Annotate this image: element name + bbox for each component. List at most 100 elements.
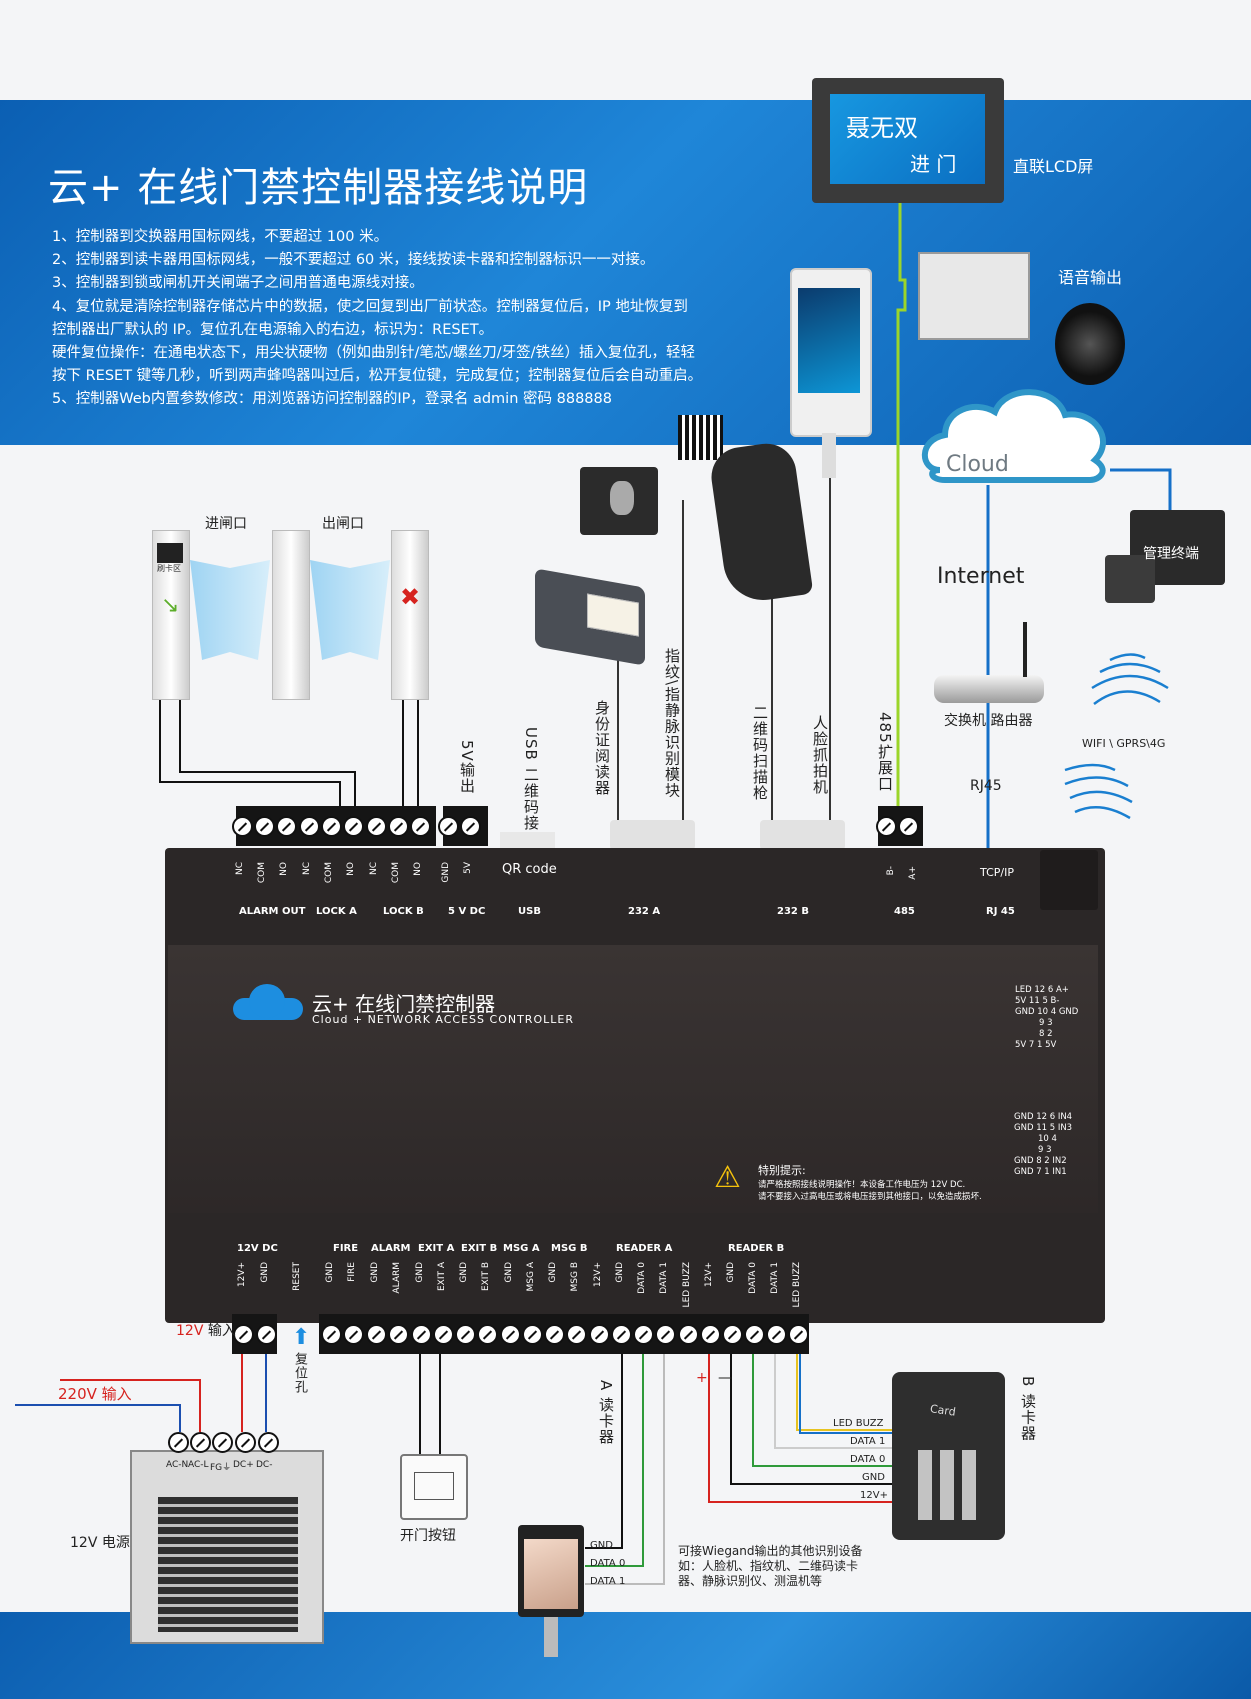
group-alarm: ALARM	[371, 1243, 411, 1254]
usb-port[interactable]	[500, 832, 555, 850]
bottom-pin-label: FIRE	[347, 1262, 357, 1282]
bottom-pin-label: ALARM	[392, 1262, 402, 1294]
db9-port-a[interactable]	[610, 820, 695, 850]
group-232a: 232 A	[628, 906, 661, 917]
group-usb: USB	[518, 906, 541, 917]
top-pin-label: NO	[346, 862, 356, 876]
qr-code-label: QR code	[502, 862, 557, 877]
screw-terminal	[722, 1324, 743, 1345]
db9-port-b[interactable]	[760, 820, 845, 850]
screw-terminal	[876, 816, 897, 837]
qr-code-icon	[678, 415, 723, 460]
top-pin-label: NC	[302, 862, 312, 876]
bottom-pin-label: 12V+	[237, 1262, 247, 1288]
group-reader-a: READER A	[616, 1243, 673, 1254]
note-line: 1、控制器到交换器用国标网线，不要超过 100 米。	[52, 229, 389, 245]
note-line: 按下 RESET 键等几秒，听到两声蜂鸣器叫过后，松开复位键，完成复位；控制器复…	[52, 368, 703, 385]
bottom-pin-label: 12V+	[704, 1262, 714, 1288]
reader-a-gnd-label: GND	[590, 1540, 613, 1551]
pinmap-line: LED 12 6 A+	[1015, 985, 1069, 995]
ac-l-wire	[60, 1379, 201, 1432]
wiegand-note: 可接Wiegand输出的其他识别设备 如：人脸机、指纹机、二维码读卡 器、静脉识…	[678, 1544, 863, 1589]
psu-pin-label: AC-L	[188, 1460, 209, 1470]
warning-line1: 请严格按照接线说明操作！本设备工作电压为 12V DC.	[758, 1180, 966, 1190]
rj45-port[interactable]	[1040, 850, 1098, 910]
reader-a-data0	[585, 1352, 644, 1567]
psu-terminal	[168, 1432, 189, 1453]
group-msg-b: MSG B	[551, 1243, 588, 1254]
pinmap-line: GND 10 4 GND	[1015, 1007, 1079, 1017]
lcd-screen: 聂无双 进 门	[812, 78, 1004, 203]
bottom-pin-label: MSG A	[526, 1262, 536, 1292]
bottom-pin-label: LED BUZZ	[792, 1262, 802, 1308]
top-pin-label: COM	[324, 862, 334, 884]
bottom-pin-label: GND	[548, 1262, 558, 1283]
label-usb-qr: USB 二维码接口	[522, 727, 540, 847]
reader-b-led-label: LED BUZZ	[833, 1418, 884, 1429]
tablet-icon	[1105, 555, 1155, 603]
wifi-icon	[1064, 653, 1169, 820]
top-pin-label: NO	[413, 862, 423, 876]
warning-title: 特别提示:	[758, 1164, 806, 1177]
wiegand-note-line: 如：人脸机、指纹机、二维码读卡	[678, 1559, 859, 1573]
screw-terminal	[438, 816, 459, 837]
group-exit-b: EXIT B	[461, 1243, 498, 1254]
screw-terminal	[433, 1324, 454, 1345]
lcd-line1: 聂无双	[846, 114, 918, 142]
up-arrow-icon: ⬆	[292, 1325, 311, 1350]
label-id-reader: 身份证阅读器	[593, 700, 611, 796]
minus-mark: —	[718, 1370, 732, 1386]
screw-terminal	[455, 1324, 476, 1345]
top-banner	[0, 100, 1251, 445]
fingerprint-module	[580, 467, 658, 535]
pinmap-top: LED 12 6 A+ 5V 11 5 B- GND 10 4 GND 9 3 …	[1015, 985, 1078, 1051]
group-rj45: RJ 45	[986, 906, 1015, 917]
controller-brand-en: Cloud + NETWORK ACCESS CONTROLLER	[312, 1013, 574, 1026]
switch-label: 交换机 路由器	[944, 713, 1033, 729]
cloud-icon	[921, 389, 1106, 483]
reader-a-label: A 读卡器	[597, 1380, 615, 1446]
label-fingerprint: 指纹\指静脉识别模块	[663, 648, 681, 799]
psu-terminal	[190, 1432, 211, 1453]
wiegand-note-line: 器、静脉识别仪、测温机等	[678, 1574, 823, 1588]
reader-b-12v-label: 12V+	[860, 1490, 888, 1501]
voice-module	[918, 252, 1030, 340]
group-exit-a: EXIT A	[418, 1243, 455, 1254]
pinmap-line: GND 8 2 IN2	[1014, 1156, 1067, 1166]
bottom-pin-label: GND	[370, 1262, 380, 1283]
bottom-pin-label: GND	[615, 1262, 625, 1283]
bottom-pin-label: GND	[504, 1262, 514, 1283]
group-alarm-out: ALARM OUT	[239, 906, 306, 917]
screw-terminal	[460, 816, 481, 837]
note-line: 控制器出厂默认的 IP。复位孔在电源输入的右边，标识为：RESET。	[52, 321, 494, 338]
reader-b-12v	[708, 1352, 893, 1503]
bottom-pin-label: GND	[415, 1262, 425, 1283]
reader-b-led2	[799, 1352, 893, 1434]
reader-b-led	[796, 1352, 893, 1431]
screw-terminal	[611, 1324, 632, 1345]
terminal-wire	[1110, 468, 1172, 520]
top-pin-label: NC	[235, 862, 245, 876]
gate-glass-left	[190, 560, 270, 660]
wiegand-note-line: 可接Wiegand输出的其他识别设备	[678, 1544, 863, 1558]
reader-a-data0-label: DATA 0	[590, 1558, 626, 1569]
wiring-notes: 1、控制器到交换器用国标网线，不要超过 100 米。 2、控制器到读卡器用国标网…	[52, 226, 742, 412]
bottom-pin-label: GND	[459, 1262, 469, 1283]
face-reader-stand	[544, 1617, 558, 1657]
cross-icon: ✖	[400, 583, 421, 611]
pinmap-line: GND 7 1 IN1	[1014, 1167, 1067, 1177]
voice-label: 语音输出	[1058, 268, 1123, 287]
power-supply	[130, 1450, 324, 1644]
note-line: 5、控制器Web内置参数修改：用浏览器访问控制器的IP，登录名 admin 密码…	[52, 391, 612, 408]
screw-terminal	[388, 1324, 409, 1345]
lcd-line2: 进 门	[910, 152, 957, 176]
arrow-icon: ↘	[161, 593, 180, 618]
cloud-logo-icon	[233, 982, 305, 1022]
screw-terminal	[766, 1324, 787, 1345]
bottom-pin-label: DATA 0	[748, 1262, 758, 1294]
open-door-button[interactable]	[400, 1454, 468, 1520]
pinmap-line: 10 4	[1038, 1134, 1057, 1144]
pinmap-line: 5V 11 5 B-	[1015, 996, 1060, 1006]
note-line: 3、控制器到锁或闸机开关闸端子之间用普通电源线对接。	[52, 275, 424, 292]
group-232b: 232 B	[777, 906, 809, 917]
